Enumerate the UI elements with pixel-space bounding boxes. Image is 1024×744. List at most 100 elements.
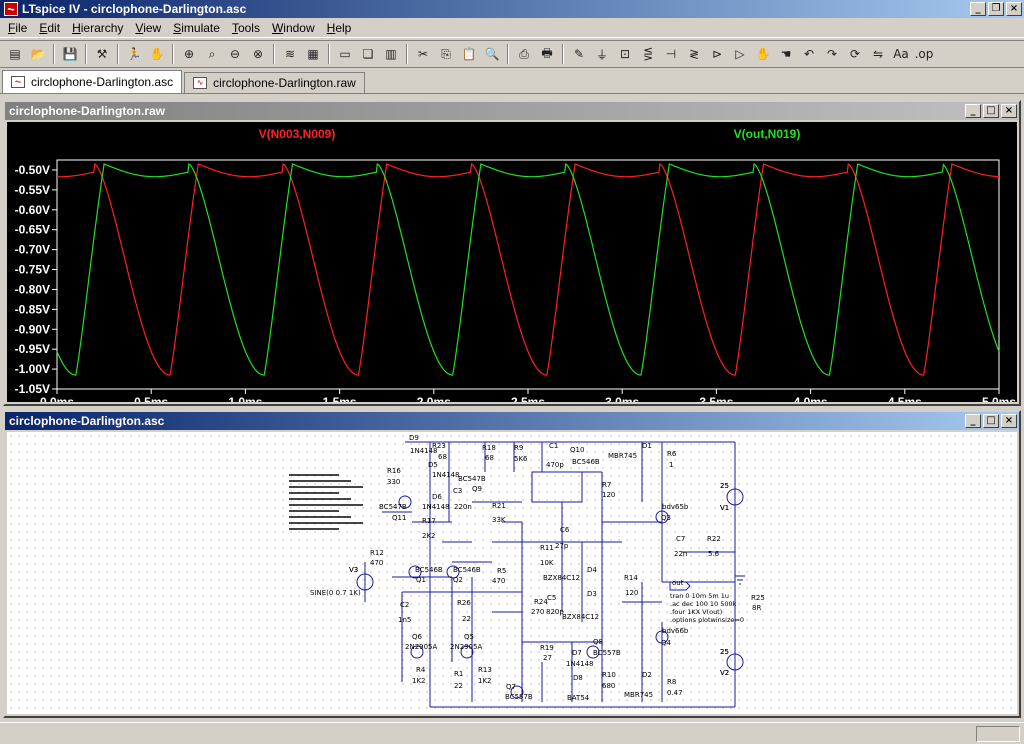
waveform-plot-area[interactable]: -0.50V-0.55V-0.60V-0.65V-0.70V-0.75V-0.8… [7, 122, 1017, 409]
cut-icon[interactable]: ✂ [417, 47, 429, 61]
menu-file[interactable]: File [8, 20, 28, 35]
toolbar-separator [117, 44, 119, 64]
wire-icon[interactable]: ✎ [573, 47, 585, 61]
part-label: BC546B [453, 566, 481, 574]
transistor-symbol [655, 510, 669, 524]
zoom-in-icon[interactable]: ⊕ [183, 47, 195, 61]
part-label: MBR745 [608, 452, 637, 460]
rotate-icon[interactable]: ⟳ [849, 47, 861, 61]
grid-icon[interactable]: ▦ [307, 47, 319, 61]
copy-icon[interactable]: ⎘ [441, 46, 451, 61]
inductor-icon[interactable]: ≷ [688, 47, 700, 61]
transistor-symbol [398, 495, 412, 509]
paste-icon[interactable]: 📋 [461, 47, 477, 61]
schematic-close-button[interactable]: × [1001, 414, 1017, 428]
resistor-icon[interactable]: ⋚ [642, 47, 654, 61]
tile-vertical-icon[interactable]: ▥ [385, 47, 397, 61]
diode-icon[interactable]: ⊳ [711, 47, 723, 61]
part-label: R6 [667, 450, 677, 458]
menu-edit[interactable]: Edit [39, 20, 61, 35]
capacitor-icon[interactable]: ⊣ [665, 47, 677, 61]
schematic-maximize-button[interactable]: □ [983, 414, 999, 428]
run-icon[interactable]: 🏃 [126, 47, 142, 61]
part-label: 68 [485, 454, 494, 462]
comment-block-line [289, 474, 339, 476]
waveform-chart[interactable]: -0.50V-0.55V-0.60V-0.65V-0.70V-0.75V-0.8… [7, 122, 1017, 409]
zoom-fit-icon[interactable]: ⊗ [252, 47, 264, 61]
zoom-out-icon[interactable]: ⊖ [229, 47, 241, 61]
spice-directive-icon[interactable]: .op [914, 47, 934, 61]
transistor-symbol [655, 630, 669, 644]
menu-bar: File Edit Hierarchy View Simulate Tools Window… [0, 18, 1024, 38]
part-label: Q1 [416, 576, 426, 584]
move-icon[interactable]: ✋ [755, 47, 771, 61]
waveform-minimize-button[interactable]: _ [965, 104, 981, 118]
part-label: C6 [560, 526, 570, 534]
menu-tools[interactable]: Tools [231, 20, 260, 35]
undo-icon[interactable]: ↶ [803, 47, 815, 61]
schematic-window-title: circlophone-Darlington.asc [9, 414, 165, 428]
part-label: R11 [540, 544, 554, 552]
tab-schematic[interactable]: ⏦circlophone-Darlington.asc [2, 70, 183, 93]
spice-directive: .ac dec 100 10 500k [670, 600, 737, 608]
menu-help[interactable]: Help [326, 20, 352, 35]
print-icon[interactable]: 🖶 [541, 45, 553, 60]
tile-horizontal-icon[interactable]: ▭ [339, 47, 351, 61]
menu-hierarchy[interactable]: Hierarchy [72, 20, 124, 35]
menu-view[interactable]: View [135, 20, 162, 35]
y-tick-label: -0.80V [15, 282, 50, 296]
ground-icon[interactable]: ⏚ [595, 47, 608, 62]
halt-icon[interactable]: ✋ [149, 47, 165, 61]
component-icon[interactable]: ▷ [735, 47, 745, 61]
source-label: V2 [720, 669, 729, 677]
new-schematic-icon[interactable]: ▤ [9, 47, 21, 61]
close-button[interactable]: × [1006, 2, 1022, 16]
autorange-icon[interactable]: ≋ [284, 47, 296, 61]
part-label: 820p [546, 608, 564, 616]
drag-icon[interactable]: ☚ [780, 47, 792, 61]
waveform-close-button[interactable]: × [1001, 104, 1017, 118]
part-label: Q5 [464, 633, 474, 641]
ground-symbol [735, 575, 745, 585]
part-label: 25 [720, 482, 729, 490]
part-label: 120 [625, 589, 638, 597]
part-label: R25 [751, 594, 765, 602]
part-label: R16 [387, 467, 401, 475]
label-icon[interactable]: ⊡ [619, 47, 631, 61]
trace-legend-label: V(N003,N009) [259, 127, 336, 141]
comment-block-line [289, 528, 339, 530]
waveform-window: circlophone-Darlington.raw _ □ × -0.50V-… [3, 100, 1021, 409]
menu-window[interactable]: Window [271, 20, 315, 35]
part-label: 2N2905A [450, 643, 483, 651]
text-icon[interactable]: Aa [893, 47, 909, 61]
waveform-maximize-button[interactable]: □ [983, 104, 999, 118]
part-label: 22 [462, 615, 471, 623]
part-label: R7 [602, 481, 611, 489]
save-icon[interactable]: 💾 [62, 47, 78, 61]
schematic-minimize-button[interactable]: _ [965, 414, 981, 428]
y-tick-label: -0.95V [15, 342, 50, 356]
menu-simulate[interactable]: Simulate [173, 20, 220, 35]
find-icon[interactable]: 🔍 [484, 47, 500, 61]
y-tick-label: -0.90V [15, 322, 50, 336]
y-tick-label: -0.50V [15, 163, 50, 177]
open-icon[interactable]: 📂 [30, 47, 46, 61]
print-setup-icon[interactable]: ⎙ [519, 46, 529, 61]
part-label: 1N4148 [432, 471, 460, 479]
maximize-button[interactable]: ❐ [988, 2, 1004, 16]
minimize-button[interactable]: _ [970, 2, 986, 16]
hammer-icon[interactable]: ⚒ [96, 47, 108, 61]
mirror-icon[interactable]: ⇋ [872, 47, 884, 61]
redo-icon[interactable]: ↷ [826, 47, 838, 61]
part-label: 470 [492, 577, 505, 585]
tab-label: circlophone-Darlington.raw [213, 76, 356, 90]
x-tick-label: 2.5ms [511, 395, 545, 402]
x-tick-label: 5.0ms [982, 395, 1016, 402]
zoom-pan-icon[interactable]: ⌕ [208, 46, 216, 61]
tab-waveform[interactable]: ∿circlophone-Darlington.raw [184, 72, 365, 93]
transistor-symbol [446, 565, 460, 579]
y-tick-label: -0.65V [15, 223, 50, 237]
cascade-icon[interactable]: ❏ [362, 47, 374, 61]
